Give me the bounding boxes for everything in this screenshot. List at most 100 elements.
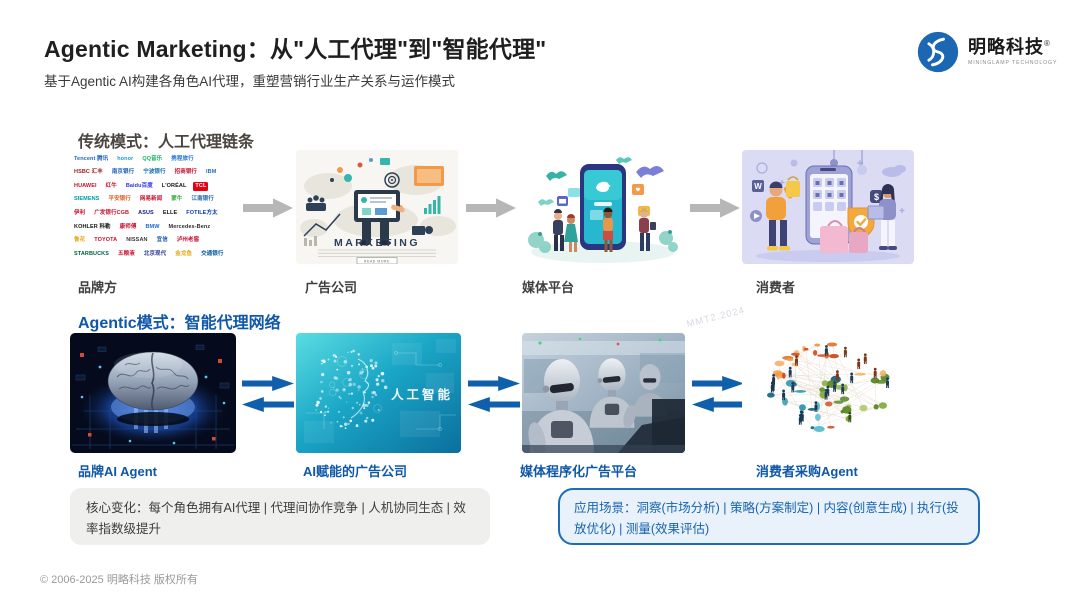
person-figure [795, 355, 798, 366]
consumer-network-image [742, 325, 918, 457]
arrow-right-icon [468, 376, 520, 391]
person-figure [799, 410, 803, 422]
label-ad-agency: 广告公司 [305, 280, 358, 295]
label-media-platform: 媒体平台 [522, 280, 575, 295]
person-figure [788, 366, 792, 378]
person-figure [791, 381, 795, 393]
brand-logo: 网易新闻 [139, 196, 163, 203]
read-more-button: READ MORE [364, 259, 390, 263]
media-platform-illustration [524, 150, 682, 264]
brand-logo: ELLE [162, 210, 178, 217]
person-figure [857, 358, 861, 370]
person-figure [850, 372, 854, 384]
brand-logo: NISSAN [126, 237, 148, 244]
person-figure [841, 383, 845, 395]
arrow-right-icon [466, 198, 516, 218]
brand-logo: 宜信 [156, 237, 168, 244]
bird-shapes [538, 157, 664, 206]
brand-logo: 携程旅行 [171, 155, 194, 162]
dollar-badge: $ [874, 192, 879, 202]
brand-logo: STARBUCKS [74, 250, 110, 257]
person-figure [835, 370, 839, 381]
person-figure [886, 377, 889, 388]
traditional-section-header: 传统模式：人工代理链条 [78, 134, 255, 151]
company-tagline: MININGLAMP TECHNOLOGY [968, 59, 1058, 66]
person-figure [824, 345, 828, 356]
arrow-left-icon [242, 397, 294, 412]
brand-logo: KOHLER 科勒 [74, 223, 111, 230]
brand-logo: 红牛 [105, 182, 117, 189]
company-name: 明略科技® [968, 37, 1051, 58]
brand-logo: Mercedes-Benz [168, 223, 211, 230]
arrow-left-icon [692, 397, 744, 412]
label-ai-ad-agency: AI赋能的广告公司 [303, 464, 408, 479]
robot-mid [589, 358, 636, 429]
arrow-right-icon [243, 198, 293, 218]
person-figure [770, 381, 774, 393]
marketing-icons [303, 158, 444, 246]
brand-logo: FOTILE方太 [186, 210, 218, 217]
person-figure [782, 389, 786, 401]
bidirectional-arrows-icon [692, 376, 744, 412]
core-change-box: 核心变化：每个角色拥有AI代理 | 代理间协作竞争 | 人机协同生态 | 效率指… [70, 488, 490, 545]
company-logo: 明略科技® MININGLAMP TECHNOLOGY [916, 30, 1057, 74]
label-programmatic-platform: 媒体程序化广告平台 [520, 464, 638, 479]
brand-logo: 金龙鱼 [175, 250, 193, 257]
watermark: MMT2.2024 [685, 304, 747, 331]
person-figure [833, 381, 837, 392]
advertising-agency-illustration: MARKETING READ MORE [296, 150, 458, 264]
brand-logo: IBM [206, 169, 217, 176]
label-brand-ai-agent: 品牌AI Agent [78, 464, 157, 479]
shopping-bags-graphic [820, 220, 868, 253]
copyright-footer: © 2006-2025 明略科技 版权所有 [40, 574, 198, 586]
label-consumer: 消费者 [756, 280, 796, 295]
decor-shapes [756, 160, 905, 213]
ai-caption: 人工智能 [391, 387, 453, 402]
circuit-nodes [75, 344, 230, 445]
brand-logo: 鲁花 [74, 237, 86, 244]
page-subtitle: 基于Agentic AI构建各角色AI代理，重塑营销行业生产关系与运作模式 [44, 74, 456, 89]
application-scenarios-box: 应用场景：洞察(市场分析) | 策略(方案制定) | 内容(创意生成) | 执行… [558, 488, 980, 545]
brand-logo: BMW [145, 223, 160, 230]
arrow-right-icon [692, 376, 744, 391]
brand-logo: Tencent 腾讯 [74, 155, 109, 162]
brand-logo: 广发银行CGB [94, 210, 130, 217]
person-figure [863, 353, 867, 364]
brand-logo: 平安银行 [108, 196, 131, 203]
label-brand-side: 品牌方 [78, 280, 118, 295]
brand-logo: 康师傅 [119, 223, 137, 230]
brand-logo: 宁波银行 [143, 169, 166, 176]
minglamp-logo-icon [917, 31, 959, 73]
person-figure [873, 367, 877, 379]
person-figure [826, 385, 830, 397]
brand-logo: SIEMENS [74, 196, 100, 203]
person-right-graphic [867, 184, 897, 250]
label-consumer-agent: 消费者采购Agent [756, 464, 858, 479]
people-figures [553, 207, 656, 252]
person-figure [814, 401, 818, 412]
marketing-caption: MARKETING [334, 237, 420, 249]
brand-logo: QQ音乐 [142, 155, 163, 162]
tablet-graphic [354, 190, 405, 246]
brand-logo: HSBC 汇丰 [74, 169, 103, 176]
brand-logo: Baidu百度 [125, 182, 153, 189]
bidirectional-arrows-icon [468, 376, 520, 412]
brand-logo: TOYOTA [94, 237, 118, 244]
ai-circuit-image: 人工智能 [296, 333, 461, 453]
brand-logo: 泸州老窖 [176, 237, 200, 244]
bidirectional-arrows-icon [242, 376, 294, 412]
agentic-section-header: Agentic模式：智能代理网络 [78, 315, 281, 332]
w-badge: W [754, 182, 762, 191]
consumer-illustration: W $ [742, 150, 914, 264]
brand-logo: HUAWEI [74, 182, 97, 189]
robots-image [522, 333, 685, 453]
brand-logo: 江南银行 [191, 196, 214, 203]
brand-logo: TCL [193, 182, 209, 191]
page-title: Agentic Marketing：从"人工代理"到"智能代理" [44, 36, 547, 62]
arrow-right-icon [690, 198, 740, 218]
brand-logo: 交通银行 [201, 250, 224, 257]
brand-logo: honor [117, 155, 134, 162]
brand-logo: L'ORÉAL [161, 182, 187, 189]
brand-logo: 伊利 [74, 210, 86, 217]
